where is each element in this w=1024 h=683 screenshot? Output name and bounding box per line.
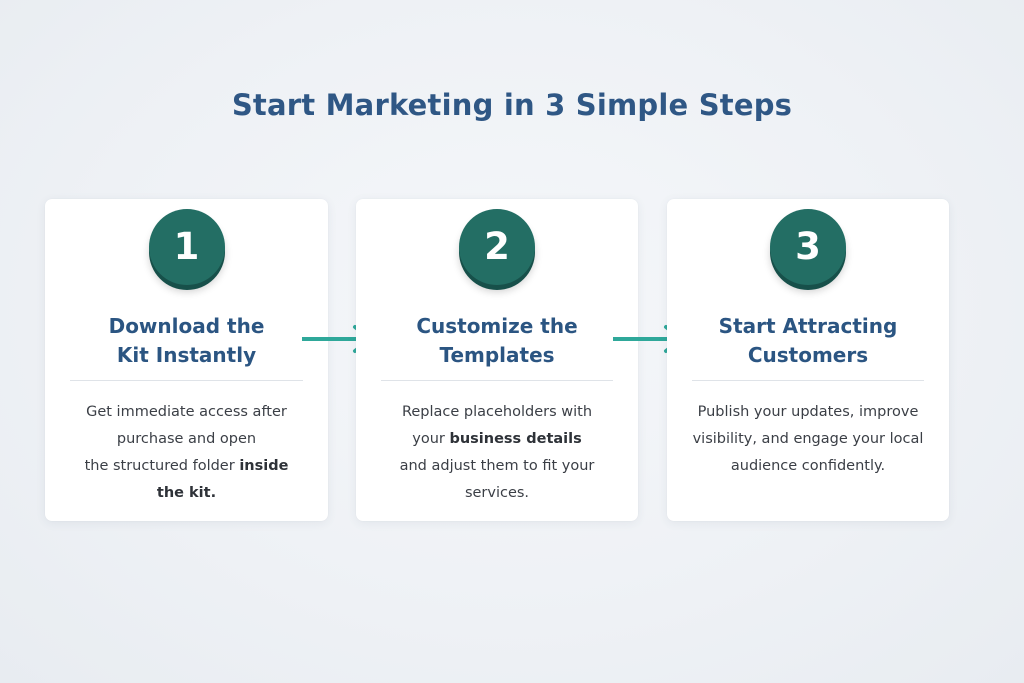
step-card-1: 1 Download the Kit Instantly Get immedia… xyxy=(45,199,328,521)
step-title-line: Customize the xyxy=(416,314,578,338)
desc-text: your xyxy=(412,431,450,447)
step-description: Publish your updates, improve visibility… xyxy=(677,399,939,480)
step-desc-line: services. xyxy=(464,485,530,501)
desc-bold-text: the kit. xyxy=(156,485,217,501)
step-title: Start Attracting Customers xyxy=(667,312,949,370)
step-desc-line: visibility, and engage your local xyxy=(692,431,924,447)
step-desc-line: Get immediate access after xyxy=(86,404,287,420)
desc-text: the structured folder xyxy=(84,458,240,474)
step-card-2: 2 Customize the Templates Replace placeh… xyxy=(356,199,638,521)
step-desc-line: and adjust them to fit your xyxy=(399,458,595,474)
step-title: Download the Kit Instantly xyxy=(45,312,328,370)
step-desc-line: the kit. xyxy=(55,480,318,507)
step-title-line: Templates xyxy=(439,343,555,367)
step-description: Replace placeholders with your business … xyxy=(366,399,628,507)
divider xyxy=(692,380,924,381)
step-description: Get immediate access after purchase and … xyxy=(55,399,318,507)
divider xyxy=(70,380,303,381)
step-title: Customize the Templates xyxy=(356,312,638,370)
step-title-line: Kit Instantly xyxy=(116,343,257,367)
step-desc-line: the structured folder inside xyxy=(55,453,318,480)
desc-bold-text: inside xyxy=(239,458,289,474)
divider xyxy=(381,380,613,381)
step-number-badge: 1 xyxy=(148,209,225,285)
step-desc-line: purchase and open xyxy=(116,431,257,447)
step-title-line: Download the xyxy=(108,314,265,338)
step-number-badge: 2 xyxy=(459,209,535,285)
step-desc-line: Replace placeholders with xyxy=(401,404,593,420)
step-title-line: Customers xyxy=(747,343,869,367)
step-desc-line: your business details xyxy=(366,426,628,453)
step-desc-line: Publish your updates, improve xyxy=(697,404,919,420)
step-title-line: Start Attracting xyxy=(718,314,898,338)
desc-bold-text: business details xyxy=(449,431,582,447)
page-title: Start Marketing in 3 Simple Steps xyxy=(231,88,793,122)
step-number-badge: 3 xyxy=(770,209,846,285)
step-desc-line: audience confidently. xyxy=(730,458,886,474)
step-card-3: 3 Start Attracting Customers Publish you… xyxy=(667,199,949,521)
